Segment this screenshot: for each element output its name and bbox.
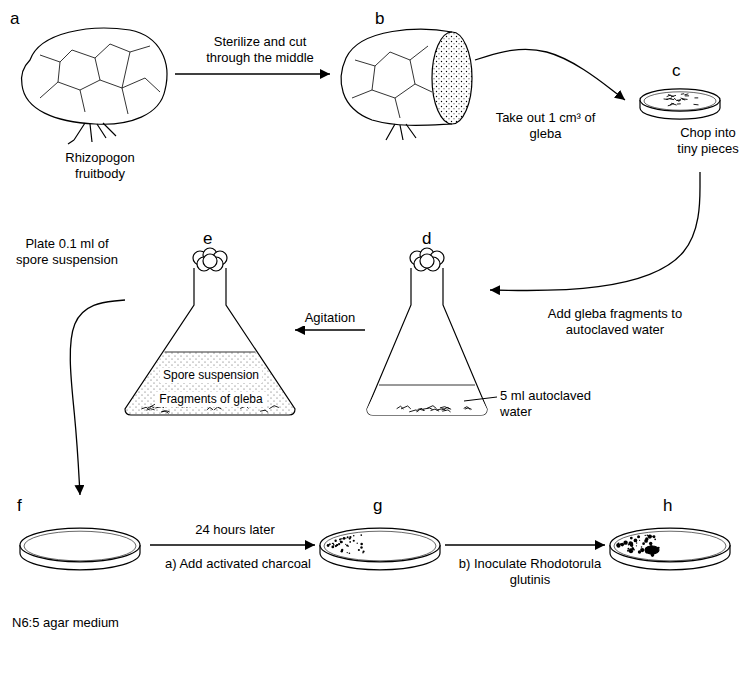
step-instruction: Take out 1 cm³ of gleba — [478, 110, 613, 143]
step-panel: g — [315, 495, 445, 607]
caption: Rhizopogon fruitbody — [50, 150, 150, 183]
step-instruction: Sterilize and cut through the middle — [192, 34, 328, 67]
panel-letter: d — [422, 228, 442, 249]
leader-line — [464, 397, 497, 401]
flasks-and-dishes — [20, 89, 730, 570]
panel-letter: f — [17, 495, 37, 516]
petri-dish — [320, 528, 440, 570]
caption: 5 ml autoclaved water — [500, 388, 625, 421]
petri-dish — [640, 89, 720, 119]
caption: N6:5 agar medium — [12, 615, 150, 631]
step-panel: d5 ml autoclaved water — [365, 228, 490, 420]
step-panel: cChop into tiny pieces — [625, 60, 740, 172]
panel-letter: e — [203, 228, 223, 249]
step-panel: h — [605, 495, 735, 607]
step-panel: eSpore suspensionFragments of gleba — [125, 228, 295, 420]
step-instruction: a) Add activated charcoal — [158, 556, 318, 572]
step-instruction: b) Inoculate Rhodotorula glutinis — [455, 556, 605, 589]
panel-letter: h — [663, 495, 683, 516]
process-arrow — [150, 544, 315, 545]
process-arrow — [295, 329, 365, 330]
process-arrow — [475, 49, 625, 100]
flask — [125, 248, 295, 415]
process-arrow — [445, 544, 605, 545]
step-panel: aRhizopogon fruitbody — [10, 8, 175, 200]
fruitbody-cut — [341, 29, 472, 140]
cotton-plug — [410, 248, 444, 271]
process-arrow — [490, 172, 700, 291]
caption: Chop into tiny pieces — [677, 125, 739, 158]
petri-dish — [610, 528, 730, 570]
panel-letter: c — [672, 60, 692, 81]
process-arrow — [175, 73, 330, 74]
step-panel: fN6:5 agar medium — [12, 495, 150, 637]
flask — [367, 248, 487, 415]
petri-dish — [20, 528, 140, 570]
process-arrow — [70, 300, 125, 495]
step-instruction: 24 hours later — [170, 522, 300, 538]
panel-letter: b — [375, 8, 395, 29]
step-panel: b — [330, 8, 475, 145]
caption: Spore suspension — [160, 368, 262, 383]
step-instruction: Agitation — [300, 310, 360, 326]
step-instruction: Add gleba fragments to autoclaved water — [540, 306, 690, 339]
caption: Fragments of gleba — [155, 392, 267, 407]
panel-letter: a — [10, 8, 30, 29]
panel-letter: g — [373, 495, 393, 516]
step-instruction: Plate 0.1 ml of spore suspension — [8, 236, 126, 269]
cotton-plug — [193, 248, 227, 271]
fruitbody-whole — [21, 28, 166, 144]
